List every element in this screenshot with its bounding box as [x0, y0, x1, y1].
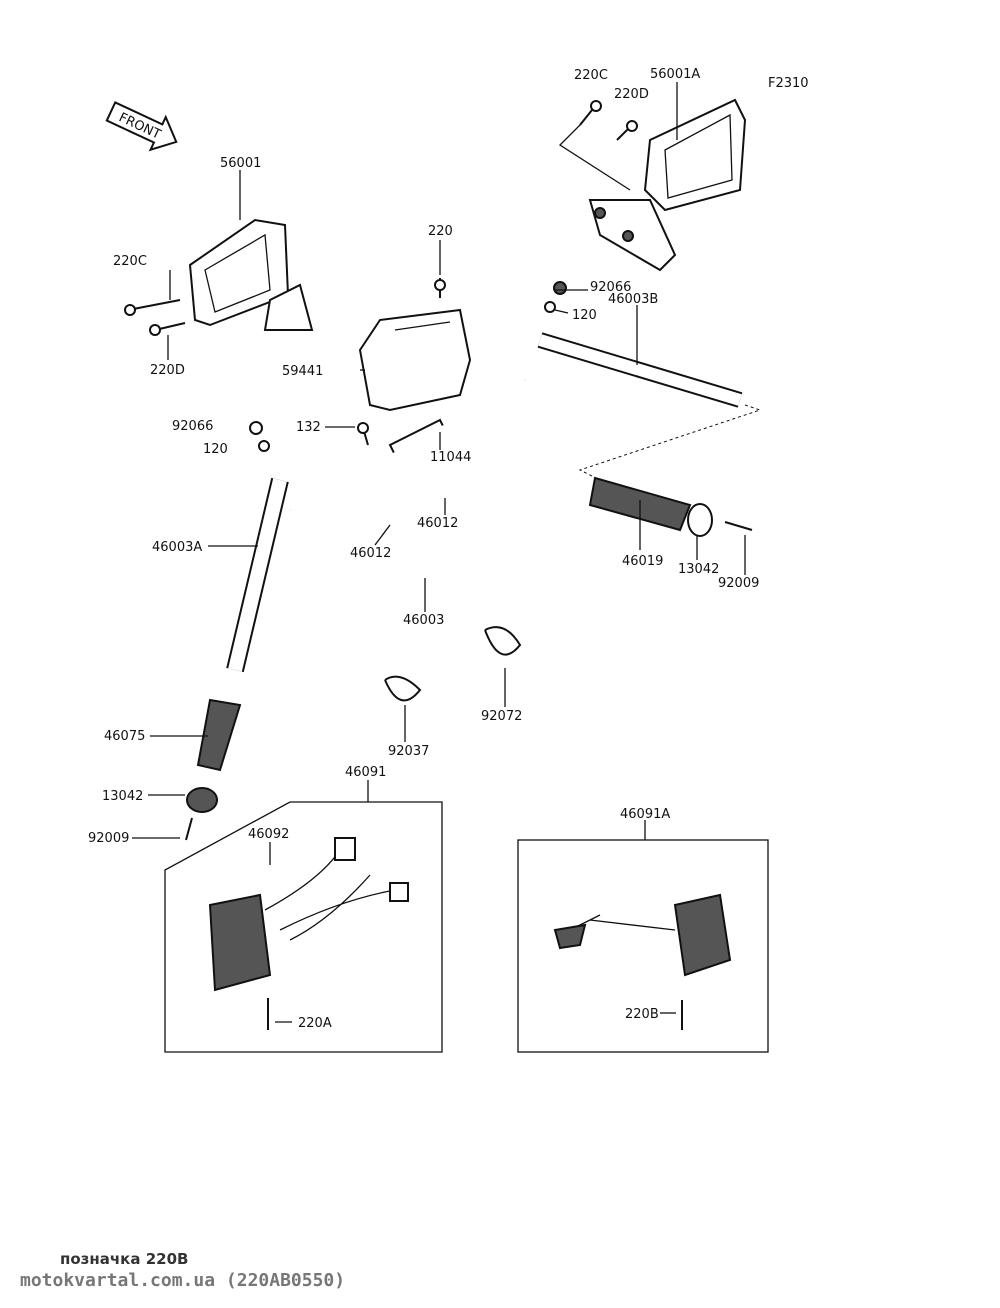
- label-132: 132: [296, 420, 321, 435]
- label-120-left: 120: [203, 442, 228, 457]
- label-46012-left: 46012: [350, 546, 391, 561]
- label-220: 220: [428, 224, 453, 239]
- switch-left-box: [164, 780, 443, 1053]
- diagram-code: F2310: [768, 76, 809, 91]
- handlebar-cover: [358, 308, 472, 412]
- footer-source: motokvartal.com.ua (220AB0550): [20, 1270, 346, 1291]
- footer-note: позначка 220B: [60, 1250, 189, 1268]
- label-92066-left: 92066: [172, 419, 213, 434]
- label-46091a: 46091A: [620, 807, 670, 822]
- label-46003a: 46003A: [152, 540, 202, 555]
- label-92066-right: 92066: [590, 280, 631, 295]
- mirror-left: [188, 170, 314, 331]
- switch-housing-right: [673, 893, 732, 977]
- label-46075: 46075: [104, 729, 145, 744]
- label-46012-right: 46012: [417, 516, 458, 531]
- clamp-tie-92072: [484, 626, 522, 656]
- label-46092: 46092: [248, 827, 289, 842]
- label-220c-top: 220C: [574, 68, 608, 83]
- label-92009-right: 92009: [718, 576, 759, 591]
- label-220d-top: 220D: [614, 87, 649, 102]
- label-220b: 220B: [625, 1007, 659, 1022]
- label-56001a: 56001A: [650, 67, 700, 82]
- label-92009-left: 92009: [88, 831, 129, 846]
- label-56001: 56001: [220, 156, 261, 171]
- grip-left: [196, 698, 242, 772]
- mirror-right: [558, 82, 747, 272]
- label-220c-left: 220C: [113, 254, 147, 269]
- label-46003: 46003: [403, 613, 444, 628]
- switch-right-box: [517, 839, 769, 1053]
- label-220d-left: 220D: [150, 363, 185, 378]
- label-120-right: 120: [572, 308, 597, 323]
- clamp-tie-92037: [384, 675, 422, 702]
- switch-housing-left: [208, 893, 272, 992]
- label-92072: 92072: [481, 709, 522, 724]
- label-13042-right: 13042: [678, 562, 719, 577]
- front-arrow-icon: FRONT: [105, 101, 178, 152]
- bar-end-left: [186, 787, 218, 813]
- label-46091: 46091: [345, 765, 386, 780]
- label-220a: 220A: [298, 1016, 332, 1031]
- bolts: [124, 100, 753, 1030]
- label-46019: 46019: [622, 554, 663, 569]
- label-92037: 92037: [388, 744, 429, 759]
- label-11044: 11044: [430, 450, 471, 465]
- label-59441: 59441: [282, 364, 323, 379]
- label-13042-left: 13042: [102, 789, 143, 804]
- label-46003b: 46003B: [608, 292, 658, 307]
- bar-end-right: [687, 503, 713, 537]
